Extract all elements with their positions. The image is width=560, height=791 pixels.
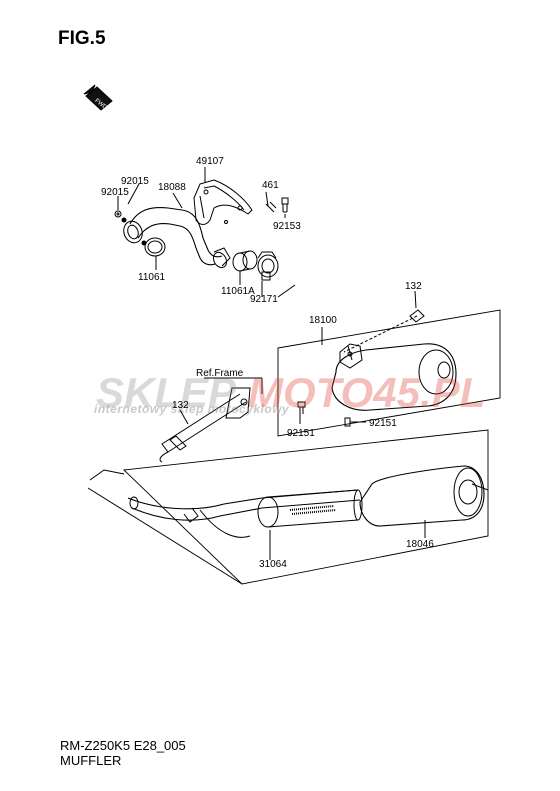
part-label-92151-left: 92151	[287, 428, 315, 439]
part-label-92015-b: 92015	[101, 187, 129, 198]
section-name: MUFFLER	[60, 753, 122, 768]
watermark-brand-left: SKLEP	[96, 369, 237, 416]
silencer-assembly-box	[87, 429, 489, 585]
part-label-11061a: 11061A	[221, 286, 255, 297]
part-label-11061: 11061	[138, 272, 166, 283]
frame-reference-bracket	[159, 377, 263, 463]
watermark-tagline: internetowy sklep motocyklowy	[94, 402, 290, 416]
part-label-92153: 92153	[273, 221, 301, 232]
figure-title: FIG.5	[58, 28, 106, 49]
model-code: RM-Z250K5 E28_005	[60, 738, 186, 753]
part-label-461: 461	[262, 180, 279, 191]
part-label-18046: 18046	[406, 539, 434, 550]
part-number-labels: 49107 92015 18088 92015 461 92153 11061 …	[101, 156, 434, 570]
muffler-assembly-box	[277, 290, 501, 437]
part-label-132-top: 132	[405, 281, 422, 292]
part-label-92015-a: 92015	[121, 176, 149, 187]
part-label-31064: 31064	[259, 559, 287, 570]
watermark: SKLEP MOTO45.PL internetowy sklep motocy…	[94, 369, 485, 416]
ref-frame-label: Ref.Frame	[196, 368, 244, 379]
part-label-18100: 18100	[309, 315, 337, 326]
part-label-132-frame: 132	[172, 400, 189, 411]
part-label-18088: 18088	[158, 182, 186, 193]
fwd-arrow-icon: FWD	[83, 84, 113, 112]
part-label-49107: 49107	[196, 156, 224, 167]
part-label-92151-right: 92151	[369, 418, 397, 429]
part-label-92171: 92171	[250, 294, 278, 305]
watermark-brand-right: MOTO45.PL	[248, 369, 485, 416]
exhaust-header-pipe-drawing	[114, 167, 296, 298]
